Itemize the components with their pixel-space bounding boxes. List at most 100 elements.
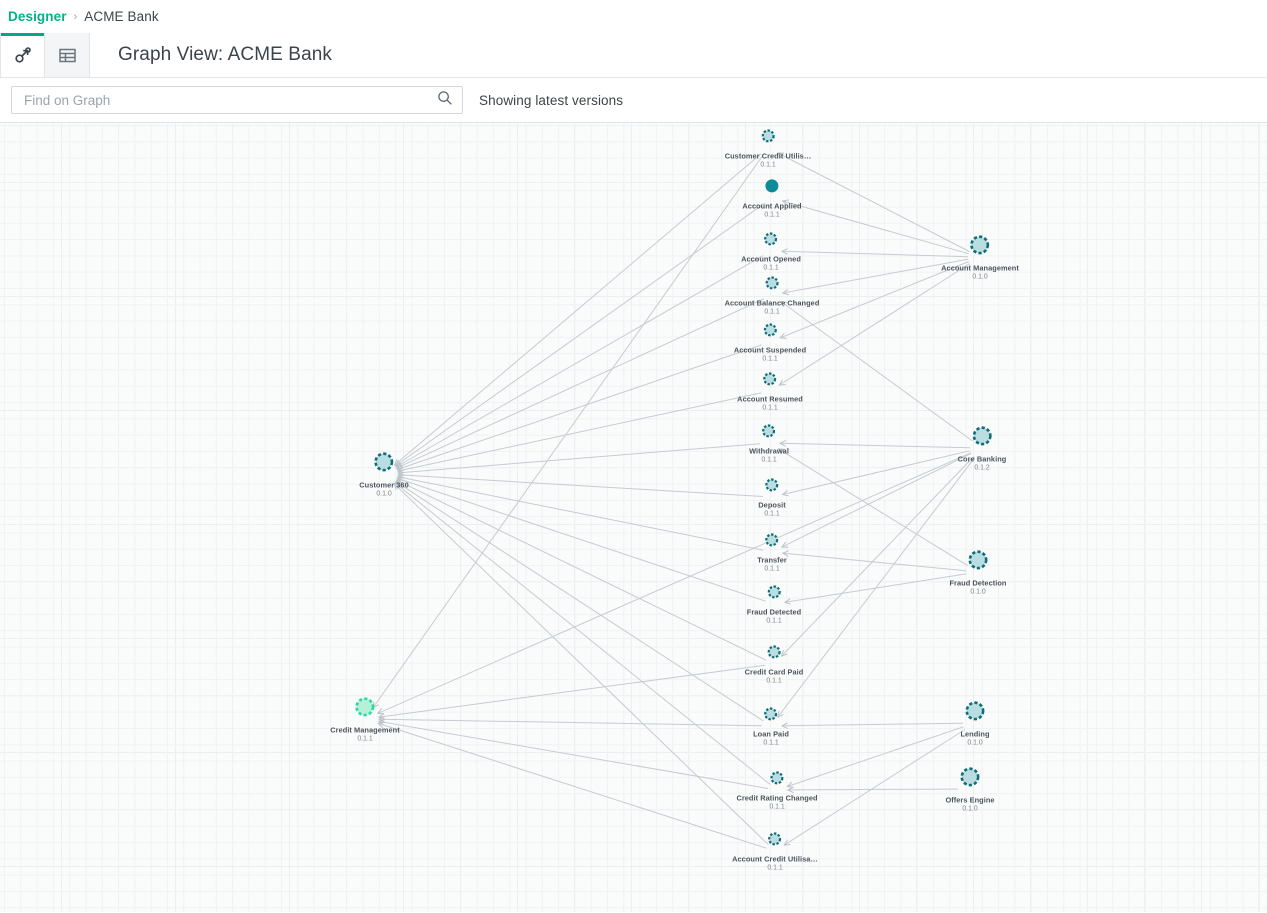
node-glyph-icon bbox=[970, 423, 995, 453]
node-version: 0.1.1 bbox=[764, 210, 780, 218]
breadcrumb: Designer › ACME Bank bbox=[0, 0, 1267, 33]
node-glyph-icon bbox=[762, 273, 781, 297]
node-label: Credit Card Paid bbox=[744, 667, 804, 677]
graph-edge bbox=[379, 721, 769, 789]
node-version: 0.1.1 bbox=[763, 738, 779, 746]
node-glyph-icon bbox=[758, 126, 777, 150]
node-glyph-icon bbox=[761, 704, 780, 728]
graph-edge bbox=[778, 449, 969, 567]
graph-edge bbox=[398, 475, 764, 497]
node-label: Customer 360 bbox=[359, 480, 409, 490]
graph-edge bbox=[397, 480, 767, 661]
search-field-wrapper[interactable] bbox=[11, 86, 463, 114]
node-version: 0.1.1 bbox=[761, 455, 777, 463]
node-glyph-icon bbox=[762, 530, 781, 554]
showing-latest-versions-label: Showing latest versions bbox=[479, 92, 624, 108]
search-icon[interactable] bbox=[437, 90, 453, 111]
table-view-icon bbox=[58, 46, 77, 65]
node-glyph-icon bbox=[967, 232, 992, 262]
graph-edge bbox=[778, 457, 976, 718]
node-version: 0.1.1 bbox=[764, 509, 780, 517]
graph-edge bbox=[785, 573, 967, 602]
page-title: Graph View: ACME Bank bbox=[118, 44, 333, 65]
graph-edge bbox=[783, 450, 971, 495]
node-label: Lending bbox=[960, 729, 990, 739]
graph-edge bbox=[782, 456, 975, 656]
node-glyph-icon bbox=[371, 449, 396, 479]
graph-edge bbox=[780, 261, 970, 338]
node-glyph-icon bbox=[768, 768, 787, 792]
node-glyph-icon bbox=[965, 547, 990, 577]
graph-edge bbox=[378, 452, 972, 714]
search-input[interactable] bbox=[22, 91, 437, 109]
node-version: 0.1.1 bbox=[766, 616, 782, 624]
node-version: 0.1.1 bbox=[357, 734, 373, 742]
node-version: 0.1.1 bbox=[767, 863, 783, 871]
node-label: Account Applied bbox=[742, 201, 802, 211]
node-version: 0.1.1 bbox=[764, 564, 780, 572]
node-label: Account Balance Changed bbox=[724, 298, 820, 308]
node-label: Loan Paid bbox=[753, 729, 789, 739]
graph-edge bbox=[779, 263, 971, 386]
graph-node-customer-credit-utilisation[interactable]: Customer Credit Utilis…0.1.1 bbox=[725, 126, 812, 169]
node-glyph-icon bbox=[765, 642, 784, 666]
node-label: Credit Rating Changed bbox=[736, 793, 818, 803]
breadcrumb-current-acme-bank: ACME Bank bbox=[84, 9, 159, 24]
breadcrumb-separator-icon: › bbox=[73, 10, 78, 23]
graph-edge bbox=[398, 477, 764, 551]
graph-edge bbox=[378, 723, 767, 849]
graph-edge bbox=[783, 553, 967, 572]
node-label: Credit Management bbox=[330, 725, 400, 735]
graph-edge bbox=[782, 251, 969, 258]
graph-edge bbox=[783, 258, 969, 293]
node-version: 0.1.1 bbox=[763, 263, 779, 271]
node-label: Fraud Detected bbox=[746, 607, 802, 617]
node-glyph-icon bbox=[353, 694, 378, 724]
node-glyph-icon bbox=[762, 229, 781, 253]
graph-edge bbox=[780, 443, 971, 449]
node-version: 0.1.0 bbox=[376, 489, 392, 497]
tab-table-view[interactable] bbox=[45, 33, 90, 77]
node-label: Account Management bbox=[941, 263, 1019, 273]
node-label: Account Credit Utilisa… bbox=[732, 854, 818, 864]
graph-edge bbox=[787, 726, 964, 787]
graph-toolbar: Showing latest versions bbox=[0, 78, 1267, 123]
graph-node-account-credit-utilisation[interactable]: Account Credit Utilisa…0.1.1 bbox=[732, 829, 818, 872]
node-version: 0.1.1 bbox=[760, 160, 776, 168]
tab-graph-view[interactable] bbox=[0, 33, 45, 77]
graph-edge bbox=[781, 302, 973, 442]
graph-edge bbox=[373, 155, 764, 707]
node-glyph-icon bbox=[765, 582, 784, 606]
graph-edge bbox=[782, 452, 972, 547]
node-glyph-icon bbox=[957, 764, 982, 794]
node-version: 0.1.1 bbox=[762, 403, 778, 411]
graph-edge bbox=[397, 298, 765, 468]
node-version: 0.1.0 bbox=[970, 587, 986, 595]
node-label: Core Banking bbox=[957, 454, 1007, 464]
breadcrumb-link-designer[interactable]: Designer bbox=[8, 9, 67, 24]
node-glyph-icon bbox=[762, 176, 781, 200]
node-version: 0.1.1 bbox=[762, 354, 778, 362]
node-glyph-icon bbox=[759, 421, 778, 445]
node-glyph-icon bbox=[963, 698, 988, 728]
